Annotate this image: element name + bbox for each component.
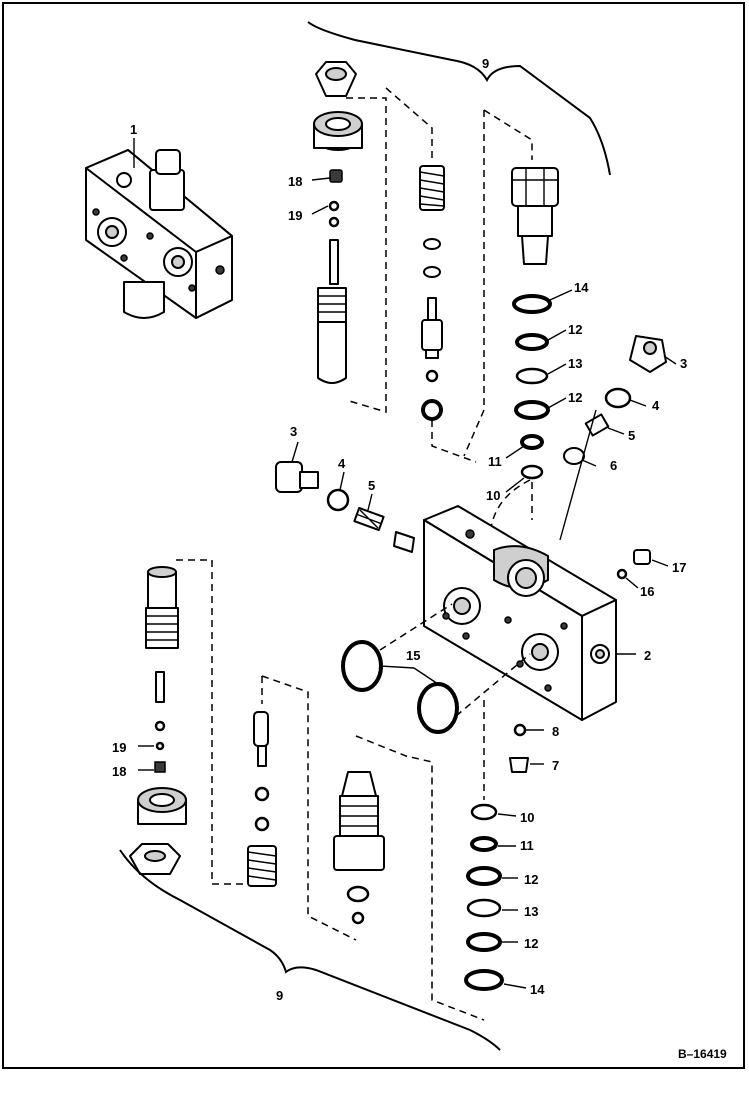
plug-7 [509,757,529,773]
callout-12-d: 12 [524,936,538,951]
callout-2: 2 [644,648,651,663]
bottom-left-column [129,566,187,875]
valve-body [423,505,617,721]
callout-18-bottom: 18 [112,764,126,779]
callout-14-top: 14 [574,280,589,295]
callout-19-top: 19 [288,208,302,223]
o-ring-15-left [341,640,383,692]
figure-id: B–16419 [678,1047,727,1061]
bottom-ring-stack [464,700,504,991]
o-ring-15-right [417,682,459,734]
callout-3-left: 3 [290,424,297,439]
callout-10-top: 10 [486,488,500,503]
callout-5-left: 5 [368,478,375,493]
valve-block-assembly [85,149,233,319]
callout-5-right: 5 [628,428,635,443]
callout-9-top: 9 [482,56,489,71]
callout-7: 7 [552,758,559,773]
bottom-middle-column [247,711,277,887]
callout-4-right: 4 [652,398,660,413]
top-dashed-guides [345,87,533,541]
o-ring-8 [513,723,527,737]
right-plug-group [559,335,667,541]
callout-15: 15 [406,648,420,663]
callout-8: 8 [552,724,559,739]
small-plug-17 [616,549,651,580]
callout-19-bottom: 19 [112,740,126,755]
callout-9-bottom: 9 [276,988,283,1003]
o-ring-guides [379,603,531,717]
top-middle-column [419,165,445,421]
callout-10-bottom: 10 [520,810,534,825]
callout-12-c: 12 [524,872,538,887]
callout-11-bottom: 11 [520,838,534,853]
callout-16: 16 [640,584,654,599]
callout-4-left: 4 [338,456,346,471]
left-plug-group [275,461,415,553]
callout-17: 17 [672,560,686,575]
callout-12-a: 12 [568,322,582,337]
bottom-dashed-guides [176,559,485,1021]
bottom-brace [119,849,501,1051]
callout-18-top: 18 [288,174,302,189]
callout-1: 1 [130,122,137,137]
callout-11-top: 11 [488,454,502,469]
top-right-column [511,167,559,480]
top-brace [307,21,611,176]
leader-lines [133,138,677,989]
top-left-column [313,61,363,384]
bottom-cartridge [333,771,385,925]
callout-12-b: 12 [568,390,582,405]
callout-13-bottom: 13 [524,904,538,919]
callout-6: 6 [610,458,617,473]
callout-13-top: 13 [568,356,582,371]
callout-14-bottom: 14 [530,982,545,997]
callout-3-right: 3 [680,356,687,371]
